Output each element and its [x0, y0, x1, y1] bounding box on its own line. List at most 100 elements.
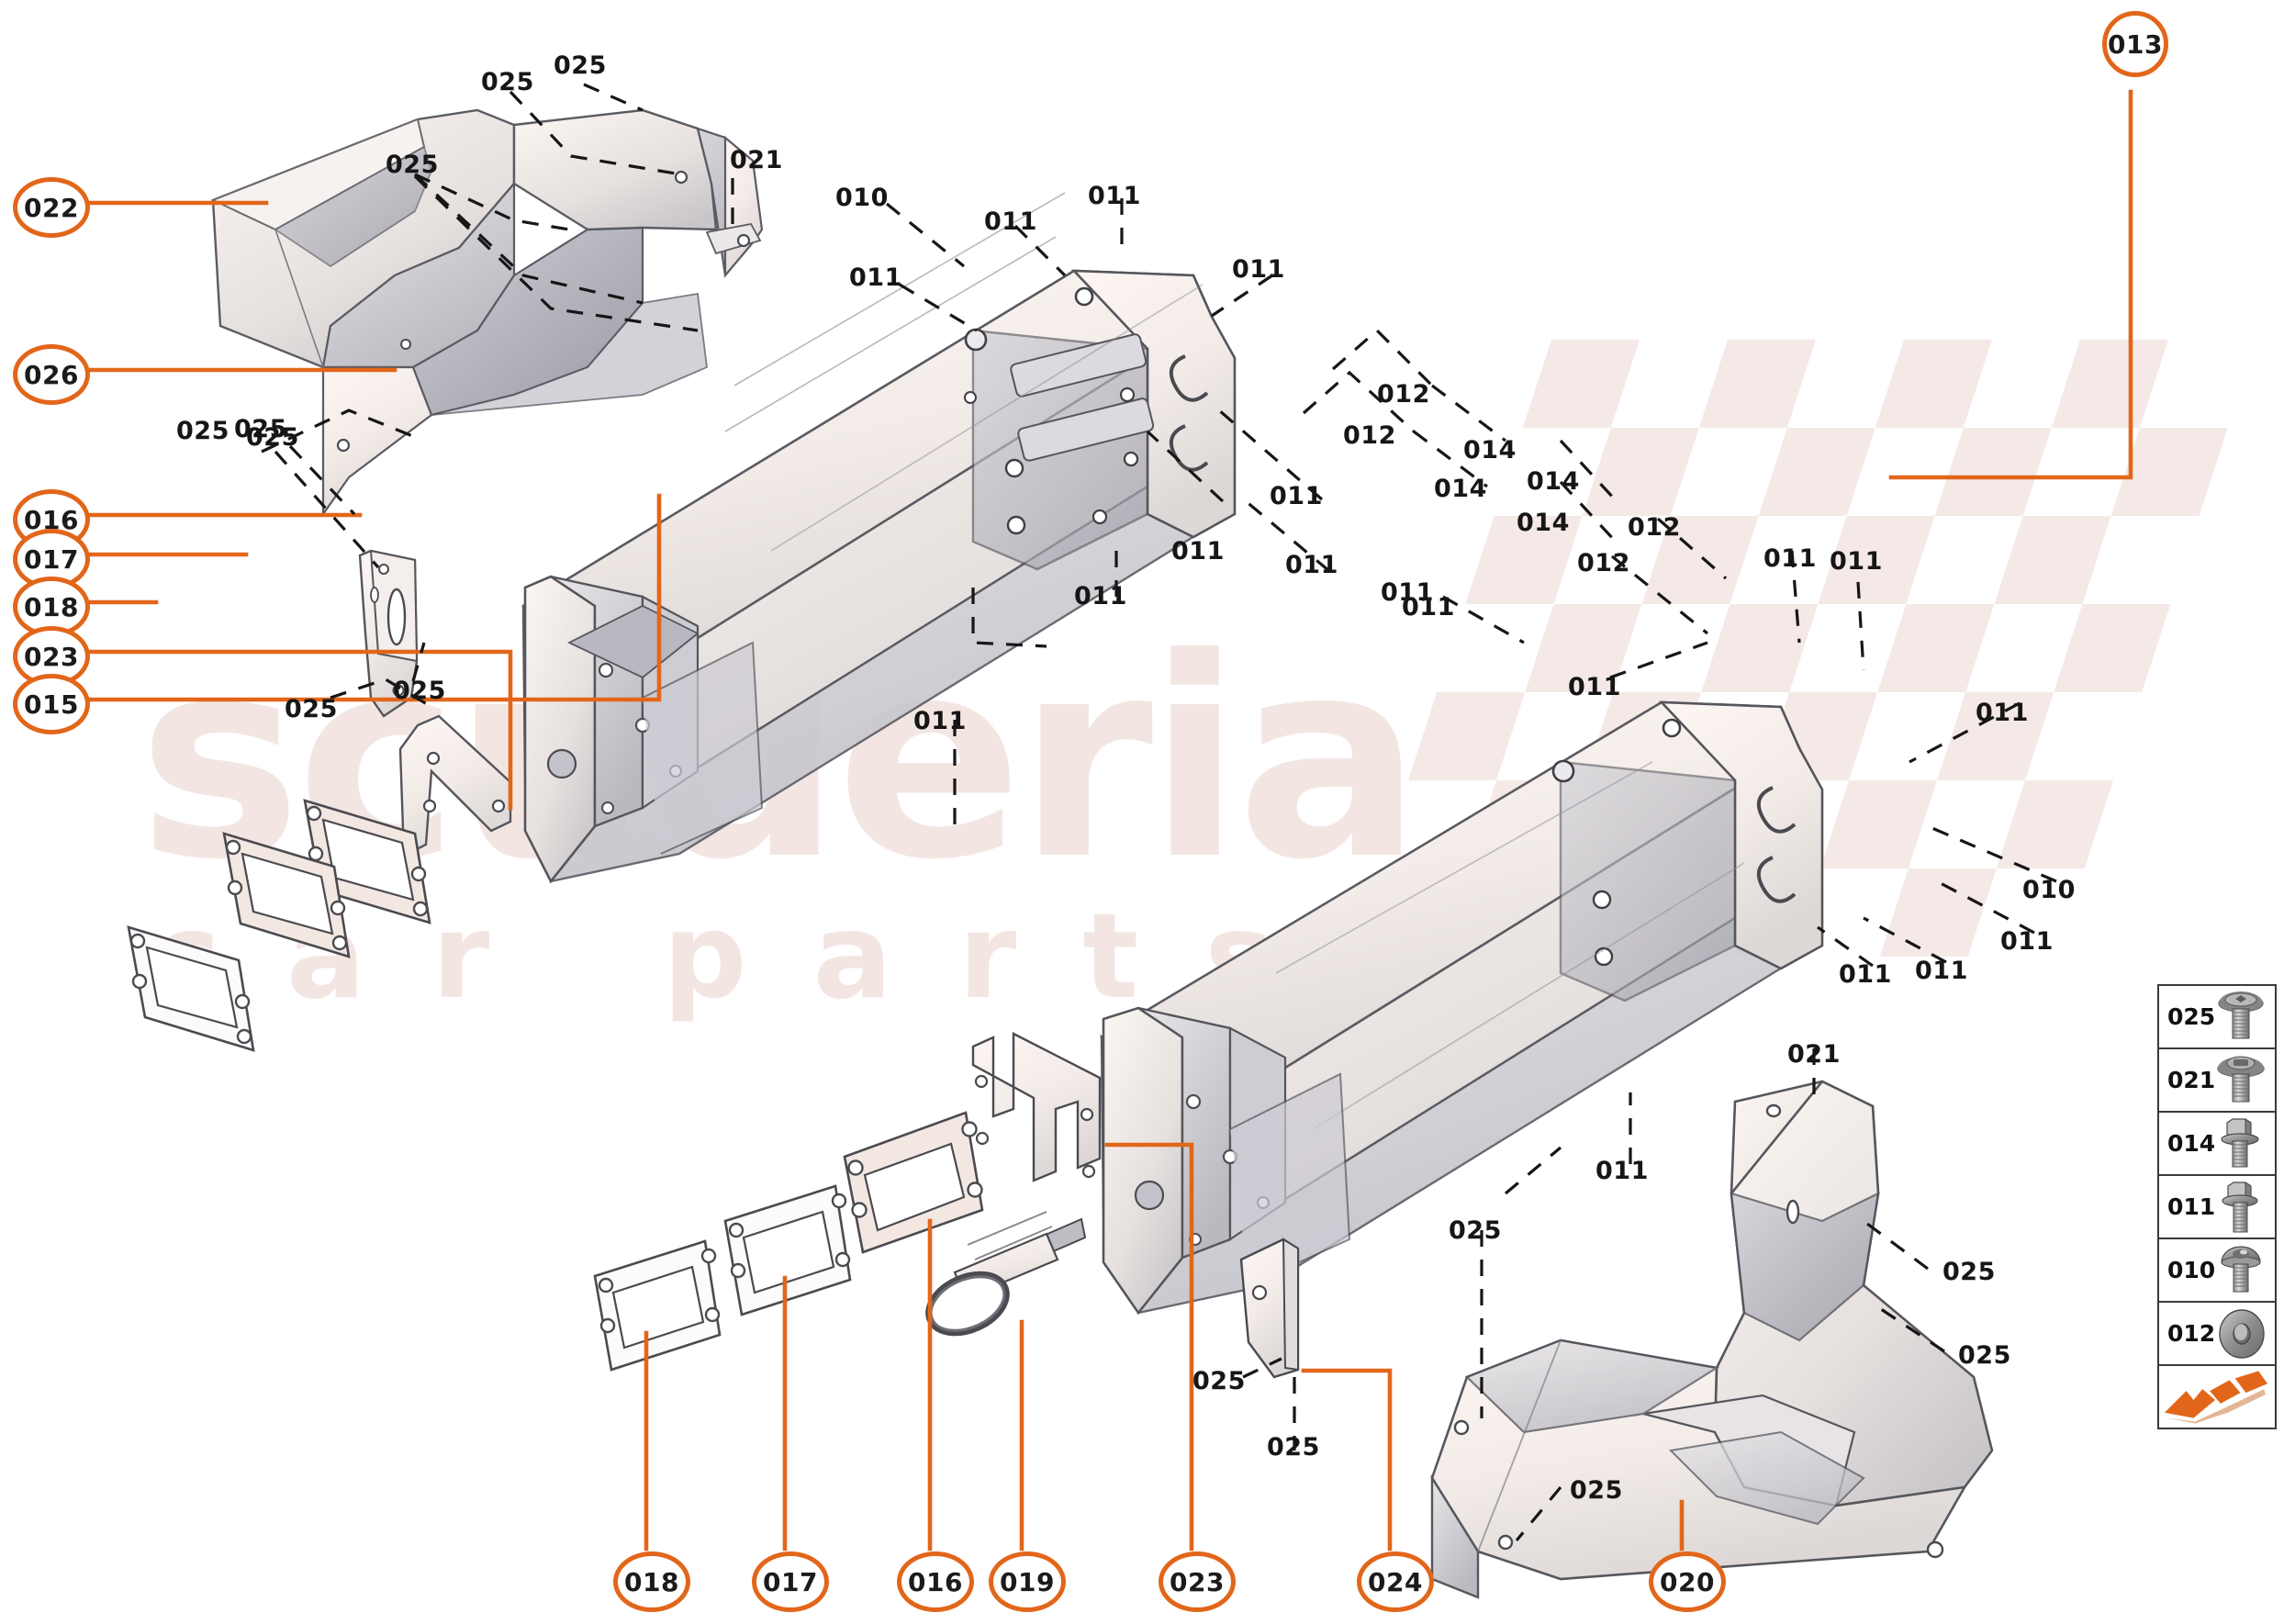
ref-label-011-34: 011: [2000, 927, 2054, 956]
part-017-gasket-bottom: [723, 1184, 852, 1316]
part-017-gasket: [222, 832, 351, 958]
ref-label-011-31: 011: [1402, 593, 1455, 622]
callout-017-bottom-label: 017: [763, 1566, 818, 1597]
ref-label-012-10: 012: [1377, 380, 1430, 409]
ref-label-011-36: 011: [1915, 957, 1968, 985]
ref-label-025-27: 025: [393, 677, 446, 705]
flange-button-head-screw-icon: [2218, 991, 2264, 1038]
ref-label-025-43: 025: [1192, 1367, 1246, 1395]
callout-015[interactable]: 015: [13, 674, 90, 734]
callout-026[interactable]: 026: [13, 344, 90, 405]
legend-row-logo[interactable]: [2157, 1364, 2277, 1429]
ref-label-012-11: 012: [1343, 421, 1396, 450]
ref-label-011-30: 011: [1568, 673, 1621, 701]
ref-label-011-29: 011: [913, 707, 967, 735]
ref-label-012-17: 012: [1577, 549, 1630, 577]
callout-015-label: 015: [24, 689, 79, 720]
callout-023-bottom[interactable]: 023: [1159, 1551, 1236, 1612]
reference-dashed-lines: [261, 83, 2057, 1542]
ref-label-014-16: 014: [1517, 509, 1570, 537]
callout-020[interactable]: 020: [1649, 1551, 1726, 1612]
callout-leader-lines: [78, 89, 2133, 1551]
ref-label-025-28: 025: [246, 423, 299, 452]
hex-flange-bolt-icon: [2222, 1181, 2258, 1232]
part-024-bracket: [1239, 1238, 1300, 1379]
ref-label-025-44: 025: [1267, 1433, 1320, 1462]
legend-row-025[interactable]: 025: [2157, 984, 2277, 1047]
part-026-bracket: [358, 549, 419, 718]
legend-code-014: 014: [2167, 1130, 2216, 1157]
callout-017-bottom[interactable]: 017: [752, 1551, 829, 1612]
ref-label-011-18: 011: [1270, 482, 1323, 510]
callout-018-label: 018: [24, 591, 79, 622]
callout-024[interactable]: 024: [1357, 1551, 1434, 1612]
ref-label-012-15: 012: [1628, 513, 1681, 542]
ref-label-025-0: 025: [554, 51, 607, 80]
legend-code-021: 021: [2167, 1067, 2216, 1093]
ref-label-011-5: 011: [984, 207, 1037, 236]
callout-013-label: 013: [2108, 28, 2163, 60]
ref-label-021-3: 021: [730, 146, 783, 174]
ref-label-011-19: 011: [1171, 537, 1225, 566]
callout-017-label: 017: [24, 543, 79, 575]
legend-row-021[interactable]: 021: [2157, 1047, 2277, 1111]
part-019-tow-eye: [925, 1211, 1087, 1337]
ref-label-014-14: 014: [1527, 467, 1580, 496]
ref-label-011-35: 011: [1839, 960, 1892, 989]
part-018-gasket: [127, 925, 255, 1052]
ref-label-011-23: 011: [1763, 544, 1817, 573]
callout-026-label: 026: [24, 359, 79, 390]
callout-023-bottom-label: 023: [1170, 1566, 1225, 1597]
ref-label-011-32: 011: [1976, 699, 2029, 727]
hardware-legend: 025 021: [2157, 984, 2277, 1429]
ref-label-011-7: 011: [849, 263, 902, 292]
part-013-intercooler-right: [1100, 700, 1824, 1316]
ref-label-010-4: 010: [835, 184, 889, 212]
legend-row-011[interactable]: 011: [2157, 1174, 2277, 1238]
ref-label-025-41: 025: [1958, 1341, 2011, 1370]
ref-label-025-42: 025: [1570, 1476, 1623, 1505]
ref-label-025-25: 025: [176, 417, 230, 445]
flange-button-head-screw-icon: [2217, 1056, 2265, 1102]
ref-label-025-39: 025: [1449, 1216, 1502, 1245]
ref-label-011-37: 011: [1595, 1157, 1649, 1185]
legend-code-011: 011: [2167, 1193, 2216, 1220]
callout-022[interactable]: 022: [13, 177, 90, 238]
part-018-gasket-bottom: [593, 1239, 722, 1372]
part-020-air-duct-lower-right: [1430, 1080, 1994, 1599]
part-022-air-duct-upper-left: [210, 108, 764, 518]
ref-label-025-40: 025: [1942, 1258, 1996, 1286]
ref-label-011-6: 011: [1088, 182, 1141, 210]
ref-label-025-2: 025: [386, 151, 439, 179]
ref-label-021-38: 021: [1787, 1040, 1841, 1069]
legend-row-014[interactable]: 014: [2157, 1111, 2277, 1174]
legend-row-012[interactable]: 012: [2157, 1301, 2277, 1364]
callout-013[interactable]: 013: [2102, 11, 2168, 77]
callout-016-bottom[interactable]: 016: [897, 1551, 974, 1612]
hex-flange-bolt-icon: [2221, 1117, 2259, 1167]
callout-019-label: 019: [1000, 1566, 1055, 1597]
part-023-u-bracket: [971, 1032, 1102, 1182]
scuderia-arrow-logo-icon: [2164, 1370, 2268, 1424]
legend-code-010: 010: [2167, 1257, 2216, 1283]
ref-label-010-33: 010: [2022, 876, 2076, 904]
ref-label-011-24: 011: [1830, 547, 1883, 576]
ref-label-011-20: 011: [1285, 551, 1338, 579]
flat-washer-icon: [2219, 1308, 2265, 1359]
legend-row-010[interactable]: 010: [2157, 1238, 2277, 1301]
callout-020-label: 020: [1660, 1566, 1715, 1597]
part-015-bracket: [398, 714, 512, 857]
dome-head-screw-icon: [2221, 1245, 2261, 1292]
callout-018-bottom[interactable]: 018: [613, 1551, 690, 1612]
legend-code-012: 012: [2167, 1320, 2216, 1347]
part-016-gasket-bottom: [843, 1111, 984, 1254]
callout-019[interactable]: 019: [989, 1551, 1066, 1612]
callout-022-label: 022: [24, 192, 79, 223]
ref-label-025-1: 025: [481, 68, 534, 96]
legend-code-025: 025: [2167, 1003, 2216, 1030]
ref-label-025-26: 025: [285, 695, 338, 723]
callout-023-label: 023: [24, 641, 79, 672]
ref-label-011-22: 011: [1381, 578, 1434, 607]
